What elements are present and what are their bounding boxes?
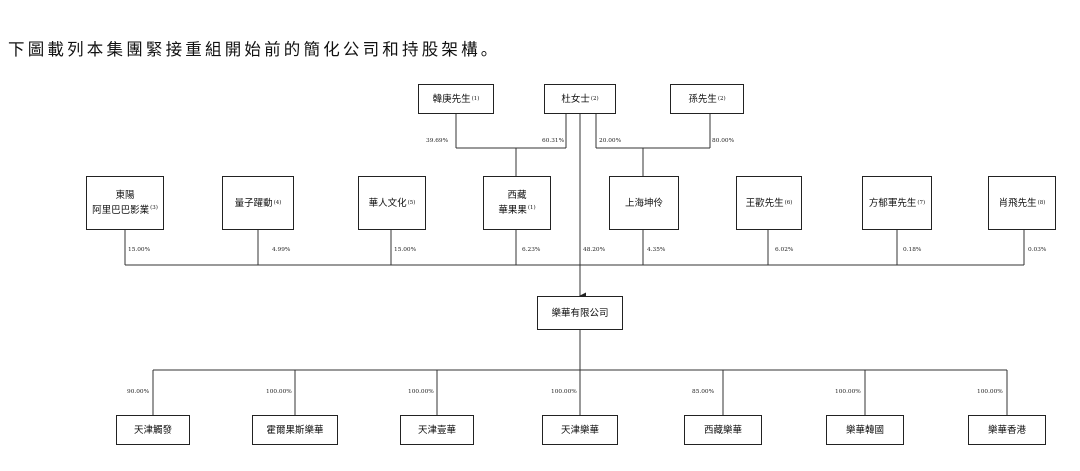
subsidiary-pct: 100.00% xyxy=(835,389,861,395)
person-box-ms-du: 杜女士(2) xyxy=(544,84,616,114)
footnote-ref: (4) xyxy=(273,199,282,206)
footnote-ref: (2) xyxy=(590,95,599,102)
subsidiary-box-tianjin-yuehua: 天津樂華 xyxy=(542,415,618,445)
subsidiary-name: 樂華韓國 xyxy=(845,424,884,436)
footnote-ref: (8) xyxy=(1037,199,1046,206)
shareholder-pct: 0.03% xyxy=(1028,247,1047,253)
footnote-ref: (5) xyxy=(407,199,416,206)
shareholder-name: 上海坤伶 xyxy=(624,197,663,209)
person-box-han-geng: 韓庚先生(1) xyxy=(418,84,494,114)
pct-sun-to-kunling: 80.00% xyxy=(712,138,735,144)
person-name: 韓庚先生 xyxy=(432,93,471,105)
pct-du-to-huaguoguo: 60.31% xyxy=(542,138,565,144)
shareholder-box-huaren-wenhua: 華人文化(5) xyxy=(358,176,426,230)
shareholder-pct: 0.18% xyxy=(903,247,922,253)
person-name: 杜女士 xyxy=(561,93,590,105)
subsidiary-pct: 85.00% xyxy=(692,389,715,395)
subsidiary-box-tianjin-yihua: 天津壹華 xyxy=(400,415,474,445)
page-caption: 下圖載列本集團緊接重組開始前的簡化公司和持股架構。 xyxy=(8,40,501,59)
footnote-ref: (3) xyxy=(150,205,158,211)
shareholder-pct: 15.00% xyxy=(394,247,417,253)
shareholder-box-fang-yujun: 方郁軍先生(7) xyxy=(862,176,932,230)
shareholder-name-line2: 阿里巴巴影業 xyxy=(92,205,150,216)
subsidiary-box-yuehua-korea: 樂華韓國 xyxy=(826,415,904,445)
shareholder-pct: 4.99% xyxy=(272,247,291,253)
shareholder-box-liangzi-yuedong: 量子躍動(4) xyxy=(222,176,294,230)
shareholder-box-shanghai-kunling: 上海坤伶 xyxy=(609,176,679,230)
direct-pct: 48.20% xyxy=(583,247,606,253)
company-name: 樂華有限公司 xyxy=(551,307,609,319)
shareholder-box-xizang-huaguoguo: 西藏 華果果(1) xyxy=(483,176,551,230)
footnote-ref: (6) xyxy=(784,199,793,206)
subsidiary-box-horgos-yuehua: 霍爾果斯樂華 xyxy=(252,415,338,445)
subsidiary-name: 天津觸發 xyxy=(133,424,172,436)
subsidiary-box-tianjin-chufa: 天津觸發 xyxy=(116,415,190,445)
subsidiary-name: 天津樂華 xyxy=(560,424,599,436)
subsidiary-name: 霍爾果斯樂華 xyxy=(266,424,324,436)
shareholder-pct: 4.35% xyxy=(647,247,666,253)
shareholder-box-xiao-fei: 肖飛先生(8) xyxy=(988,176,1056,230)
subsidiary-pct: 100.00% xyxy=(408,389,434,395)
shareholder-name: 肖飛先生 xyxy=(998,197,1037,209)
company-box: 樂華有限公司 xyxy=(537,296,623,330)
shareholder-pct: 6.23% xyxy=(522,247,541,253)
footnote-ref: (1) xyxy=(527,205,536,211)
shareholder-box-wang-huan: 王歡先生(6) xyxy=(736,176,802,230)
subsidiary-pct: 100.00% xyxy=(551,389,577,395)
pct-han-to-huaguoguo: 39.69% xyxy=(426,138,449,144)
shareholder-box-dongyang-alibaba: 東陽 阿里巴巴影業(3) xyxy=(86,176,164,230)
shareholder-name-line1: 西藏 xyxy=(507,190,527,201)
subsidiary-pct: 100.00% xyxy=(266,389,292,395)
footnote-ref: (2) xyxy=(717,95,726,102)
subsidiary-name: 西藏樂華 xyxy=(703,424,742,436)
subsidiary-name: 樂華香港 xyxy=(987,424,1026,436)
shareholder-name: 方郁軍先生 xyxy=(868,197,917,209)
shareholder-name-line2: 華果果 xyxy=(498,205,527,216)
shareholder-pct: 6.02% xyxy=(775,247,794,253)
subsidiary-box-yuehua-hongkong: 樂華香港 xyxy=(968,415,1046,445)
shareholder-name: 量子躍動 xyxy=(234,197,273,209)
shareholder-name: 華人文化 xyxy=(368,197,407,209)
subsidiary-pct: 90.00% xyxy=(127,389,150,395)
pct-du-to-kunling: 20.00% xyxy=(599,138,622,144)
shareholder-pct: 15.00% xyxy=(128,247,151,253)
subsidiary-pct: 100.00% xyxy=(977,389,1003,395)
shareholder-name: 王歡先生 xyxy=(745,197,784,209)
subsidiary-name: 天津壹華 xyxy=(417,424,456,436)
footnote-ref: (7) xyxy=(917,199,926,206)
shareholder-name-line1: 東陽 xyxy=(115,190,135,201)
person-box-mr-sun: 孫先生(2) xyxy=(670,84,744,114)
footnote-ref: (1) xyxy=(471,95,480,102)
subsidiary-box-xizang-yuehua: 西藏樂華 xyxy=(684,415,762,445)
person-name: 孫先生 xyxy=(688,93,717,105)
